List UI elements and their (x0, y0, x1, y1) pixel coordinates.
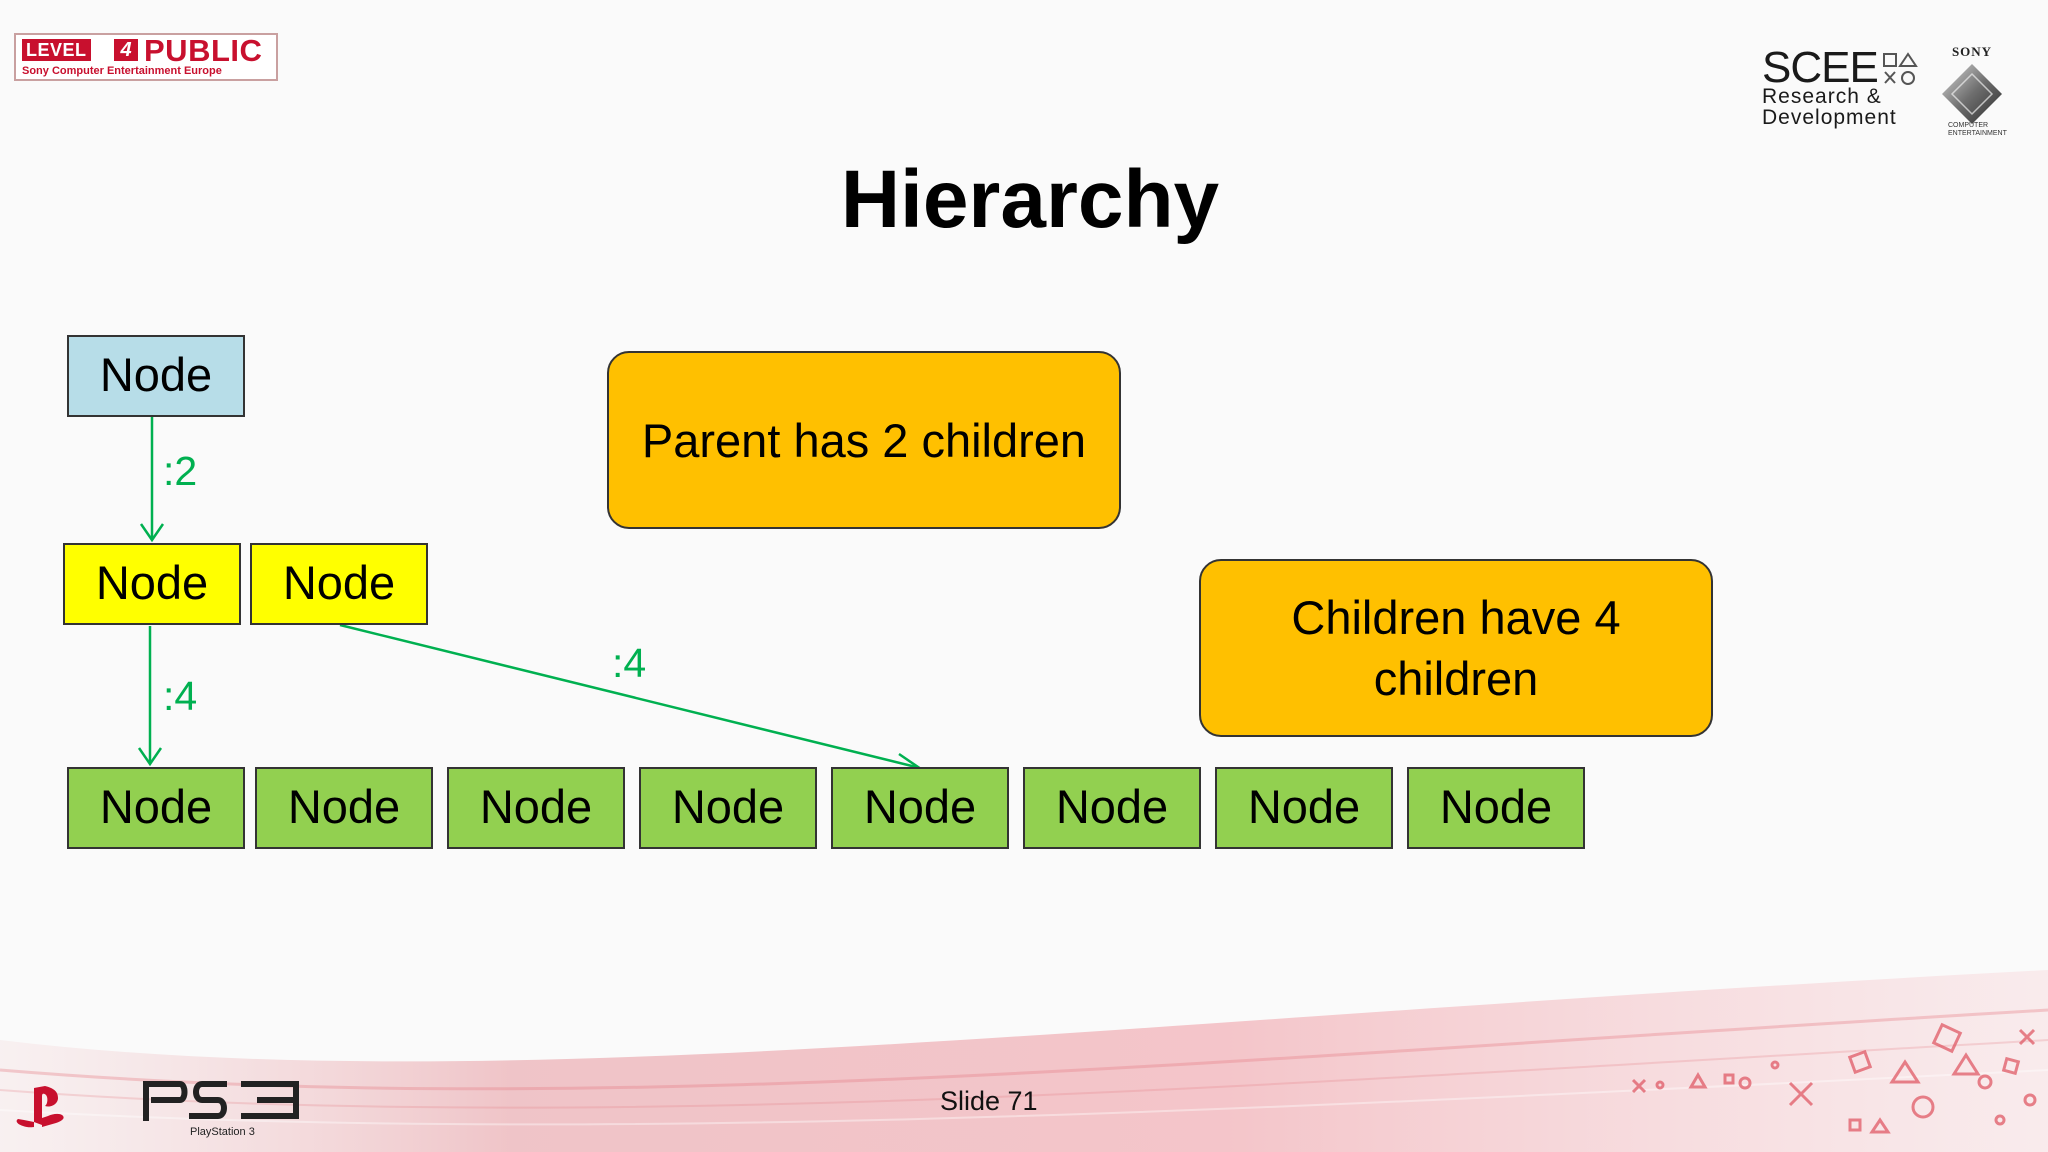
leaf-node-2: Node (255, 767, 433, 849)
playstation-logo-icon (16, 1086, 64, 1128)
ps-symbols-decoration (1631, 1022, 2037, 1134)
edge-label-root-child: :2 (163, 448, 198, 494)
ps3-subtitle: PlayStation 3 (190, 1126, 255, 1138)
scee-logo: SCEE Research & Development (1762, 46, 1922, 131)
slide-title: Hierarchy (840, 154, 1220, 245)
badge-public-label: PUBLIC (144, 33, 263, 68)
footer-wave-decoration (0, 970, 2048, 1152)
sony-subtitle-line1: COMPUTER (1948, 122, 1989, 129)
edge-label-child2-leaf: :4 (612, 640, 647, 686)
ps3-logo: PlayStation 3 (140, 1078, 310, 1142)
edge-label-child1-leaf: :4 (163, 673, 198, 719)
scee-title: SCEE (1762, 43, 1879, 92)
slide-number: Slide 71 (940, 1086, 1038, 1116)
callout-parent: Parent has 2 children (607, 351, 1121, 529)
leaf-node-6: Node (1023, 767, 1201, 849)
sony-subtitle: COMPUTER ENTERTAINMENT (1948, 122, 2007, 138)
leaf-node-8: Node (1407, 767, 1585, 849)
callout-children: Children have 4 children (1199, 559, 1713, 737)
root-node: Node (67, 335, 245, 417)
badge-company-label: Sony Computer Entertainment Europe (22, 65, 222, 77)
classification-badge: LEVEL 4 PUBLIC Sony Computer Entertainme… (14, 33, 278, 81)
ps3-wordmark-icon (143, 1081, 299, 1121)
arrowhead-root-child-icon (139, 523, 165, 543)
child-node-1: Node (63, 543, 241, 625)
scee-subtitle-line2: Development (1762, 106, 1897, 129)
badge-level-label: LEVEL (22, 39, 91, 61)
sony-wordmark: SONY (1951, 44, 1993, 59)
sony-subtitle-line2: ENTERTAINMENT (1948, 130, 2007, 137)
diamond-icon (1942, 64, 2002, 124)
arrowhead-child1-leaf-icon (137, 747, 163, 767)
callout-children-text: Children have 4 children (1291, 591, 1621, 705)
leaf-node-3: Node (447, 767, 625, 849)
leaf-node-1: Node (67, 767, 245, 849)
leaf-node-7: Node (1215, 767, 1393, 849)
badge-level-number: 4 (114, 39, 138, 61)
callout-parent-text: Parent has 2 children (641, 413, 1087, 467)
leaf-node-4: Node (639, 767, 817, 849)
scee-subtitle-line1: Research & (1762, 85, 1882, 108)
sony-logo: SONY COMPUTER ENTERTAINMENT (1930, 44, 2014, 138)
child-node-2: Node (250, 543, 428, 625)
ps-shapes-icon (1883, 52, 1918, 85)
scee-subtitle: Research & Development (1762, 86, 1897, 128)
leaf-node-5: Node (831, 767, 1009, 849)
